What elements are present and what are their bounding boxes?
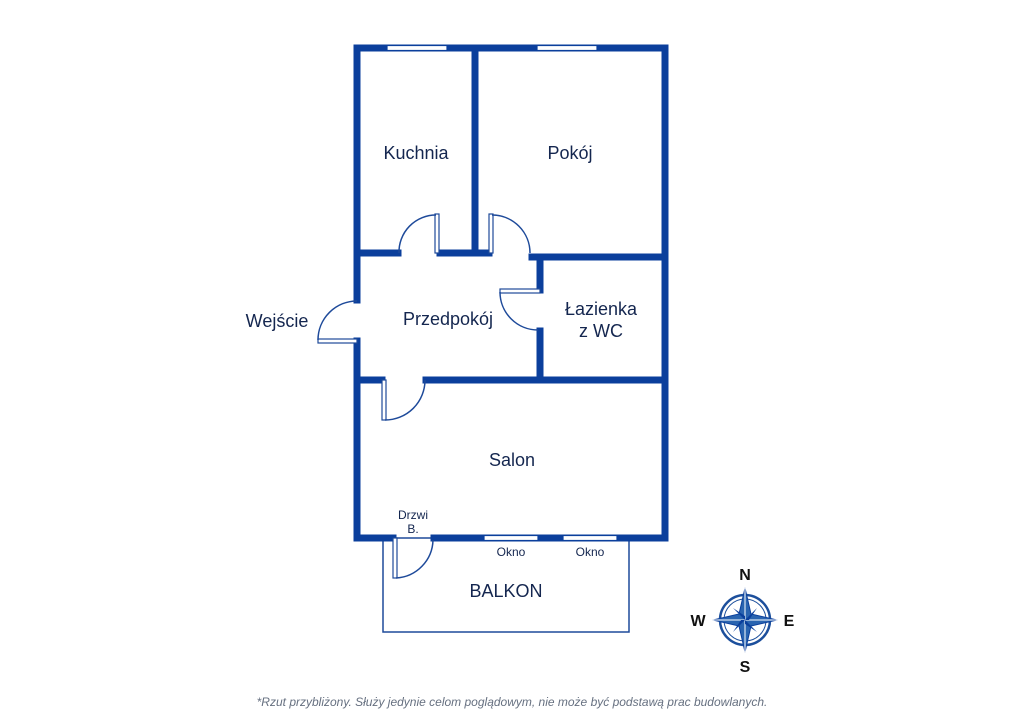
door-kitchen <box>434 213 440 254</box>
compass-rose-icon: N S E W <box>690 567 794 676</box>
label-bathroom-2: z WC <box>579 321 623 341</box>
door-room <box>488 213 494 254</box>
walls <box>353 44 669 542</box>
doors <box>317 213 541 579</box>
door-swing <box>384 379 426 421</box>
label-balcony-door-2: B. <box>407 522 418 536</box>
label-balcony: BALKON <box>469 581 542 601</box>
label-hall: Przedpokój <box>403 309 493 329</box>
compass-west: W <box>690 613 706 630</box>
window <box>562 534 618 542</box>
compass-south: S <box>740 659 751 676</box>
label-room: Pokój <box>547 143 592 163</box>
door-swing <box>499 291 539 331</box>
door-bathroom <box>499 288 541 294</box>
label-kitchen: Kuchnia <box>383 143 449 163</box>
label-balcony-door-1: Drzwi <box>398 508 428 522</box>
door-swing <box>491 214 531 254</box>
label-entrance: Wejście <box>246 311 309 331</box>
compass-east: E <box>784 613 795 630</box>
door-balcony <box>392 537 398 579</box>
label-window-1: Okno <box>497 545 526 559</box>
label-living: Salon <box>489 450 535 470</box>
window <box>536 44 598 52</box>
compass-north: N <box>739 567 751 584</box>
door-swing <box>317 300 358 341</box>
door-entrance <box>317 338 358 344</box>
disclaimer-footnote: *Rzut przybliżony. Służy jedynie celom p… <box>256 695 768 709</box>
label-bathroom-1: Łazienka <box>565 299 638 319</box>
window <box>483 534 539 542</box>
door-salon <box>381 379 387 421</box>
door-swing <box>395 539 434 579</box>
door-swing <box>398 214 437 254</box>
window <box>386 44 448 52</box>
label-window-2: Okno <box>576 545 605 559</box>
